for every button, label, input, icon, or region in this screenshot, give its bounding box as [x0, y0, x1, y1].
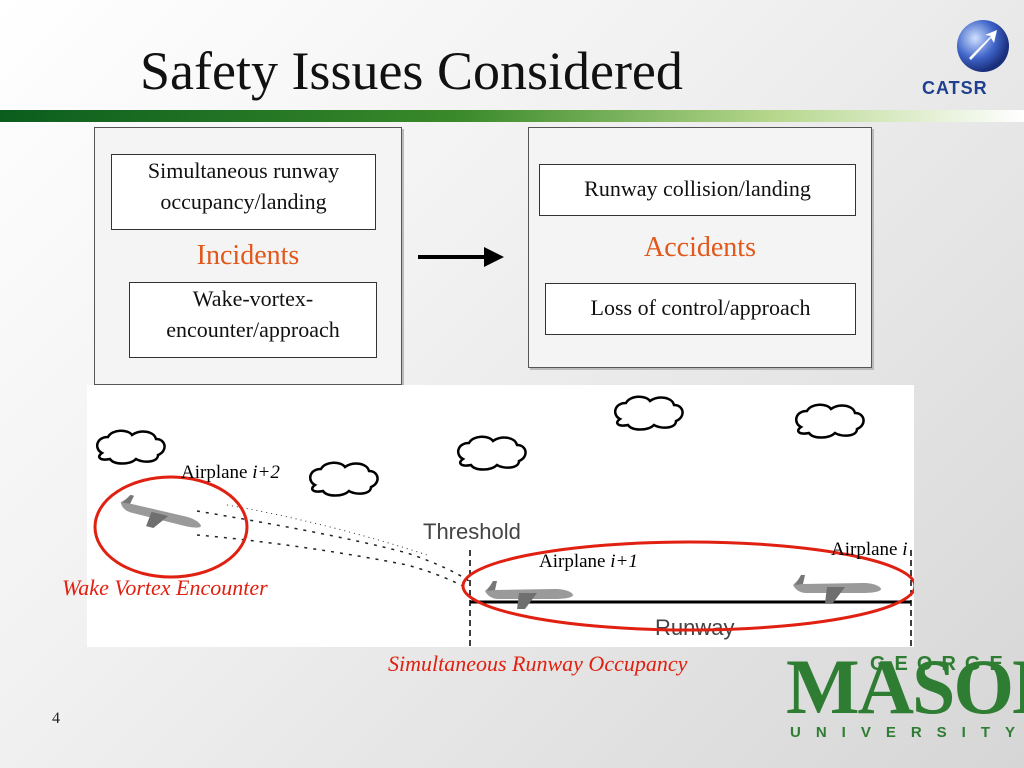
incident-box-runway-occupancy: Simultaneous runway occupancy/landing: [111, 154, 376, 230]
accidents-panel: Runway collision/landing Accidents Loss …: [528, 127, 872, 368]
incident-box-line: encounter/approach: [166, 317, 340, 342]
incidents-panel: Simultaneous runway occupancy/landing In…: [94, 127, 402, 385]
runway-label: Runway: [655, 615, 734, 640]
airplane-i-icon: [793, 575, 881, 603]
incident-box-line: Wake-vortex-: [192, 286, 314, 311]
airplane-index: i+2: [252, 462, 280, 483]
airplane-i-label: Airplane i: [831, 539, 908, 561]
accident-box-loss-of-control: Loss of control/approach: [545, 283, 856, 335]
cloud-icon: [794, 403, 865, 439]
airplane-i1-label: Airplane i+1: [539, 551, 638, 573]
airplane-i2-icon: [116, 493, 205, 540]
airplane-index: i+1: [610, 551, 638, 572]
incident-box-wake-vortex: Wake-vortex- encounter/approach: [129, 282, 377, 358]
wake-vortex-caption: Wake Vortex Encounter: [62, 575, 268, 600]
cloud-icon: [456, 435, 527, 471]
runway-occupancy-highlight: [461, 540, 914, 632]
cloud-icon: [308, 461, 379, 497]
airplane-i1-icon: [485, 581, 573, 609]
incident-box-line: Simultaneous runway: [147, 158, 340, 183]
airplane-i2-label: Airplane i+2: [181, 462, 280, 484]
cloud-icon: [95, 429, 166, 465]
wake-trail: [226, 504, 428, 556]
slide-number: 4: [52, 710, 60, 727]
right-arrow-icon: [418, 247, 504, 267]
catsr-globe-icon: [957, 20, 1009, 72]
runway-occupancy-caption: Simultaneous Runway Occupancy: [388, 651, 688, 676]
slide-title: Safety Issues Considered: [140, 41, 683, 101]
incident-box-line: occupancy/landing: [160, 189, 327, 214]
george-mason-logo: MASON GEORGE UNIVERSITY: [786, 648, 1024, 748]
title-underline-bar: [0, 110, 1024, 122]
catsr-logo-text: CATSR: [922, 78, 988, 98]
accident-box-runway-collision: Runway collision/landing: [539, 164, 856, 216]
accidents-label: Accidents: [644, 232, 756, 263]
airplane-prefix: Airplane: [539, 551, 611, 572]
threshold-label: Threshold: [423, 519, 521, 544]
scene-drawing: Threshold Runway: [93, 395, 914, 647]
incidents-label: Incidents: [196, 240, 300, 271]
airplane-index: i: [902, 539, 908, 560]
airplane-prefix: Airplane: [181, 462, 253, 483]
airplane-prefix: Airplane: [831, 539, 903, 560]
gmu-mason-wordmark: MASON: [786, 643, 1024, 730]
gmu-george-wordmark: GEORGE: [870, 653, 1012, 675]
runway-scene-diagram: Threshold Runway Airplane i+2 Airplane i…: [87, 385, 914, 647]
gmu-university-wordmark: UNIVERSITY: [790, 724, 1024, 741]
wake-vortex-highlight: [93, 475, 249, 579]
cloud-icon: [613, 395, 684, 431]
